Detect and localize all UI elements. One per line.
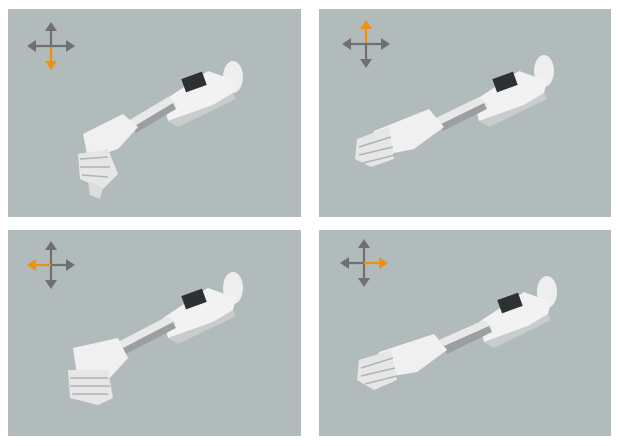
prosthetic-arm-open	[355, 55, 554, 167]
directional-arrows-icon	[340, 239, 388, 287]
directional-arrows-icon	[27, 241, 75, 289]
panel-fist-left	[8, 230, 301, 436]
prosthetic-arm-fist-image	[68, 272, 243, 405]
prosthetic-arm-fist	[78, 61, 243, 199]
panel-open-up	[319, 9, 611, 217]
prosthetic-arm-open-image	[357, 276, 557, 390]
panel-fist-down	[8, 9, 301, 217]
directional-arrows-icon	[342, 20, 390, 68]
prosthetic-arm-open	[357, 276, 557, 390]
prosthetic-arm-open-image	[355, 55, 554, 167]
prosthetic-arm-fist	[68, 272, 243, 405]
panel-open-right	[319, 230, 611, 436]
directional-arrows-icon	[27, 22, 75, 70]
prosthetic-arm-fist-image	[78, 61, 243, 199]
